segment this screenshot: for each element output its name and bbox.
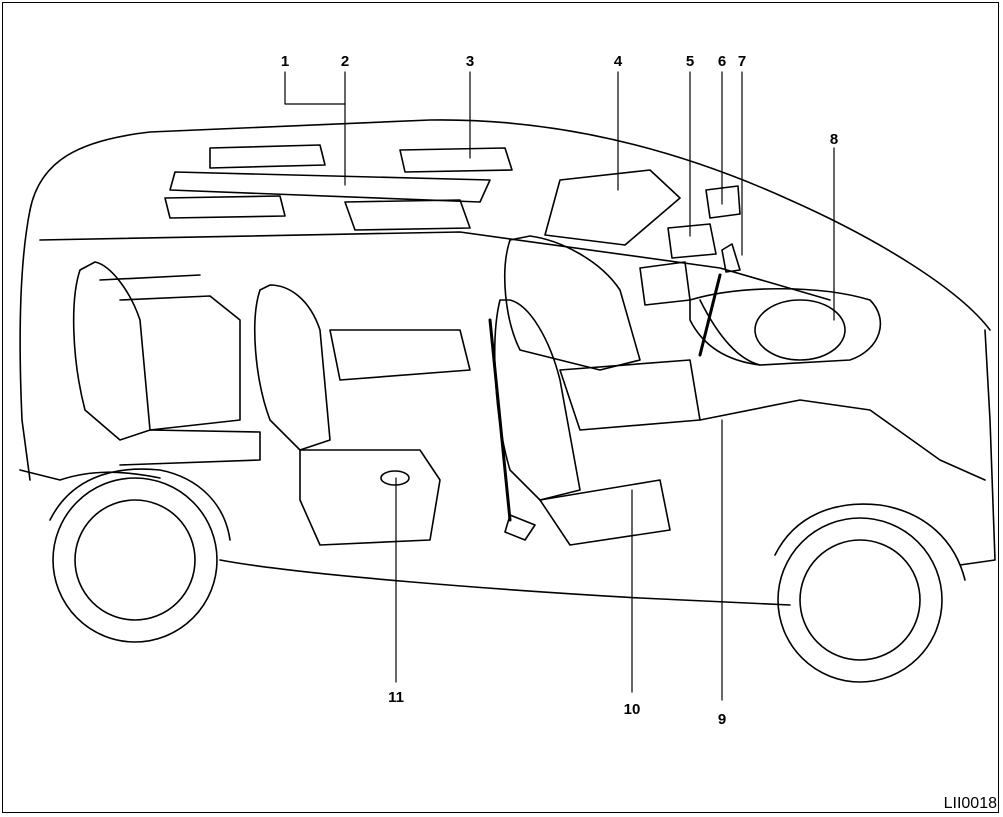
callout-3: 3 [465, 53, 475, 70]
callout-10: 10 [623, 701, 641, 718]
third-row-seat [72, 261, 261, 466]
callout-6: 6 [717, 53, 727, 70]
second-row-seat [254, 284, 471, 546]
callout-2: 2 [340, 53, 350, 70]
front-seat [488, 235, 701, 546]
callout-8: 8 [829, 131, 839, 148]
callout-5: 5 [685, 53, 695, 70]
callout-7: 7 [737, 53, 747, 70]
callout-4: 4 [613, 53, 623, 70]
front-wheel [774, 503, 966, 683]
callout-9: 9 [717, 711, 727, 728]
vehicle-body-outline [19, 119, 996, 606]
figure-code: LII0018 [943, 795, 997, 812]
rear-wheel [49, 468, 231, 643]
callout-leaders [284, 71, 835, 701]
roof-components [164, 144, 741, 306]
callout-11: 11 [388, 689, 404, 706]
callout-1: 1 [280, 53, 290, 70]
dashboard [689, 273, 882, 366]
